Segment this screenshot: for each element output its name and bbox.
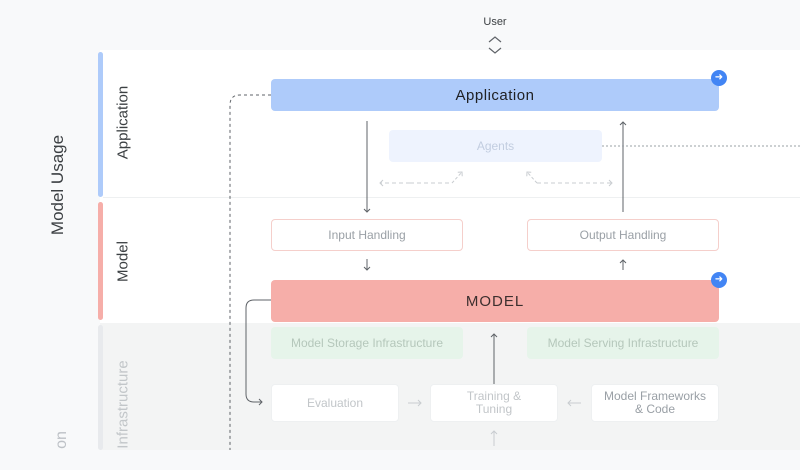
expand-arrow-icon[interactable]: ➜: [711, 272, 727, 288]
collapse-chevrons-icon: [488, 36, 502, 54]
user-label: User: [483, 16, 507, 28]
evaluation-box[interactable]: Evaluation: [271, 384, 399, 422]
application-box[interactable]: Application: [271, 79, 719, 111]
model-serving-infrastructure-box[interactable]: Model Serving Infrastructure: [527, 327, 719, 359]
model-box[interactable]: MODEL: [271, 280, 719, 322]
expand-arrow-icon[interactable]: ➜: [711, 70, 727, 86]
lane-divider: [103, 197, 800, 198]
agents-box[interactable]: Agents: [389, 130, 602, 162]
model-frameworks-box[interactable]: Model Frameworks & Code: [591, 384, 719, 422]
infrastructure-lane-bar: [98, 325, 103, 450]
application-lane-bar: [98, 52, 103, 197]
output-handling-box[interactable]: Output Handling: [527, 219, 719, 251]
connector-lines: [229, 36, 800, 450]
model-lane-bar: [98, 202, 103, 320]
training-tuning-box[interactable]: Training & Tuning: [430, 384, 558, 422]
model-storage-infrastructure-box[interactable]: Model Storage Infrastructure: [271, 327, 463, 359]
input-handling-box[interactable]: Input Handling: [271, 219, 463, 251]
